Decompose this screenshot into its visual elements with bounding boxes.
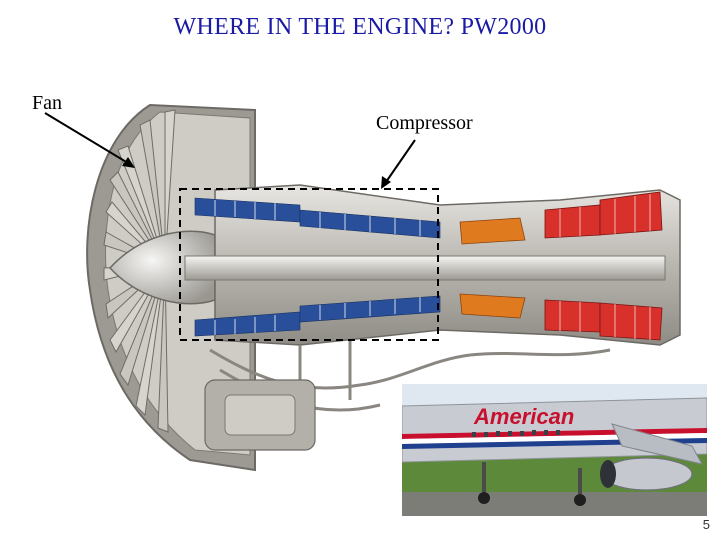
fan-label: Fan [32,92,62,114]
slide-title: WHERE IN THE ENGINE? PW2000 [173,14,547,40]
page-number: 5 [702,517,710,532]
compressor-arrow [381,139,416,189]
gearbox [204,379,316,451]
airline-wordmark: American [473,404,574,429]
fan-arrow [44,112,135,168]
turbine-blade-ribs [559,194,651,340]
american-airlines-photo: American [402,384,707,516]
combustor [459,217,526,319]
compressor-label: Compressor [376,112,473,134]
main-shaft [184,255,666,281]
compressor-blade-ribs [214,200,421,335]
